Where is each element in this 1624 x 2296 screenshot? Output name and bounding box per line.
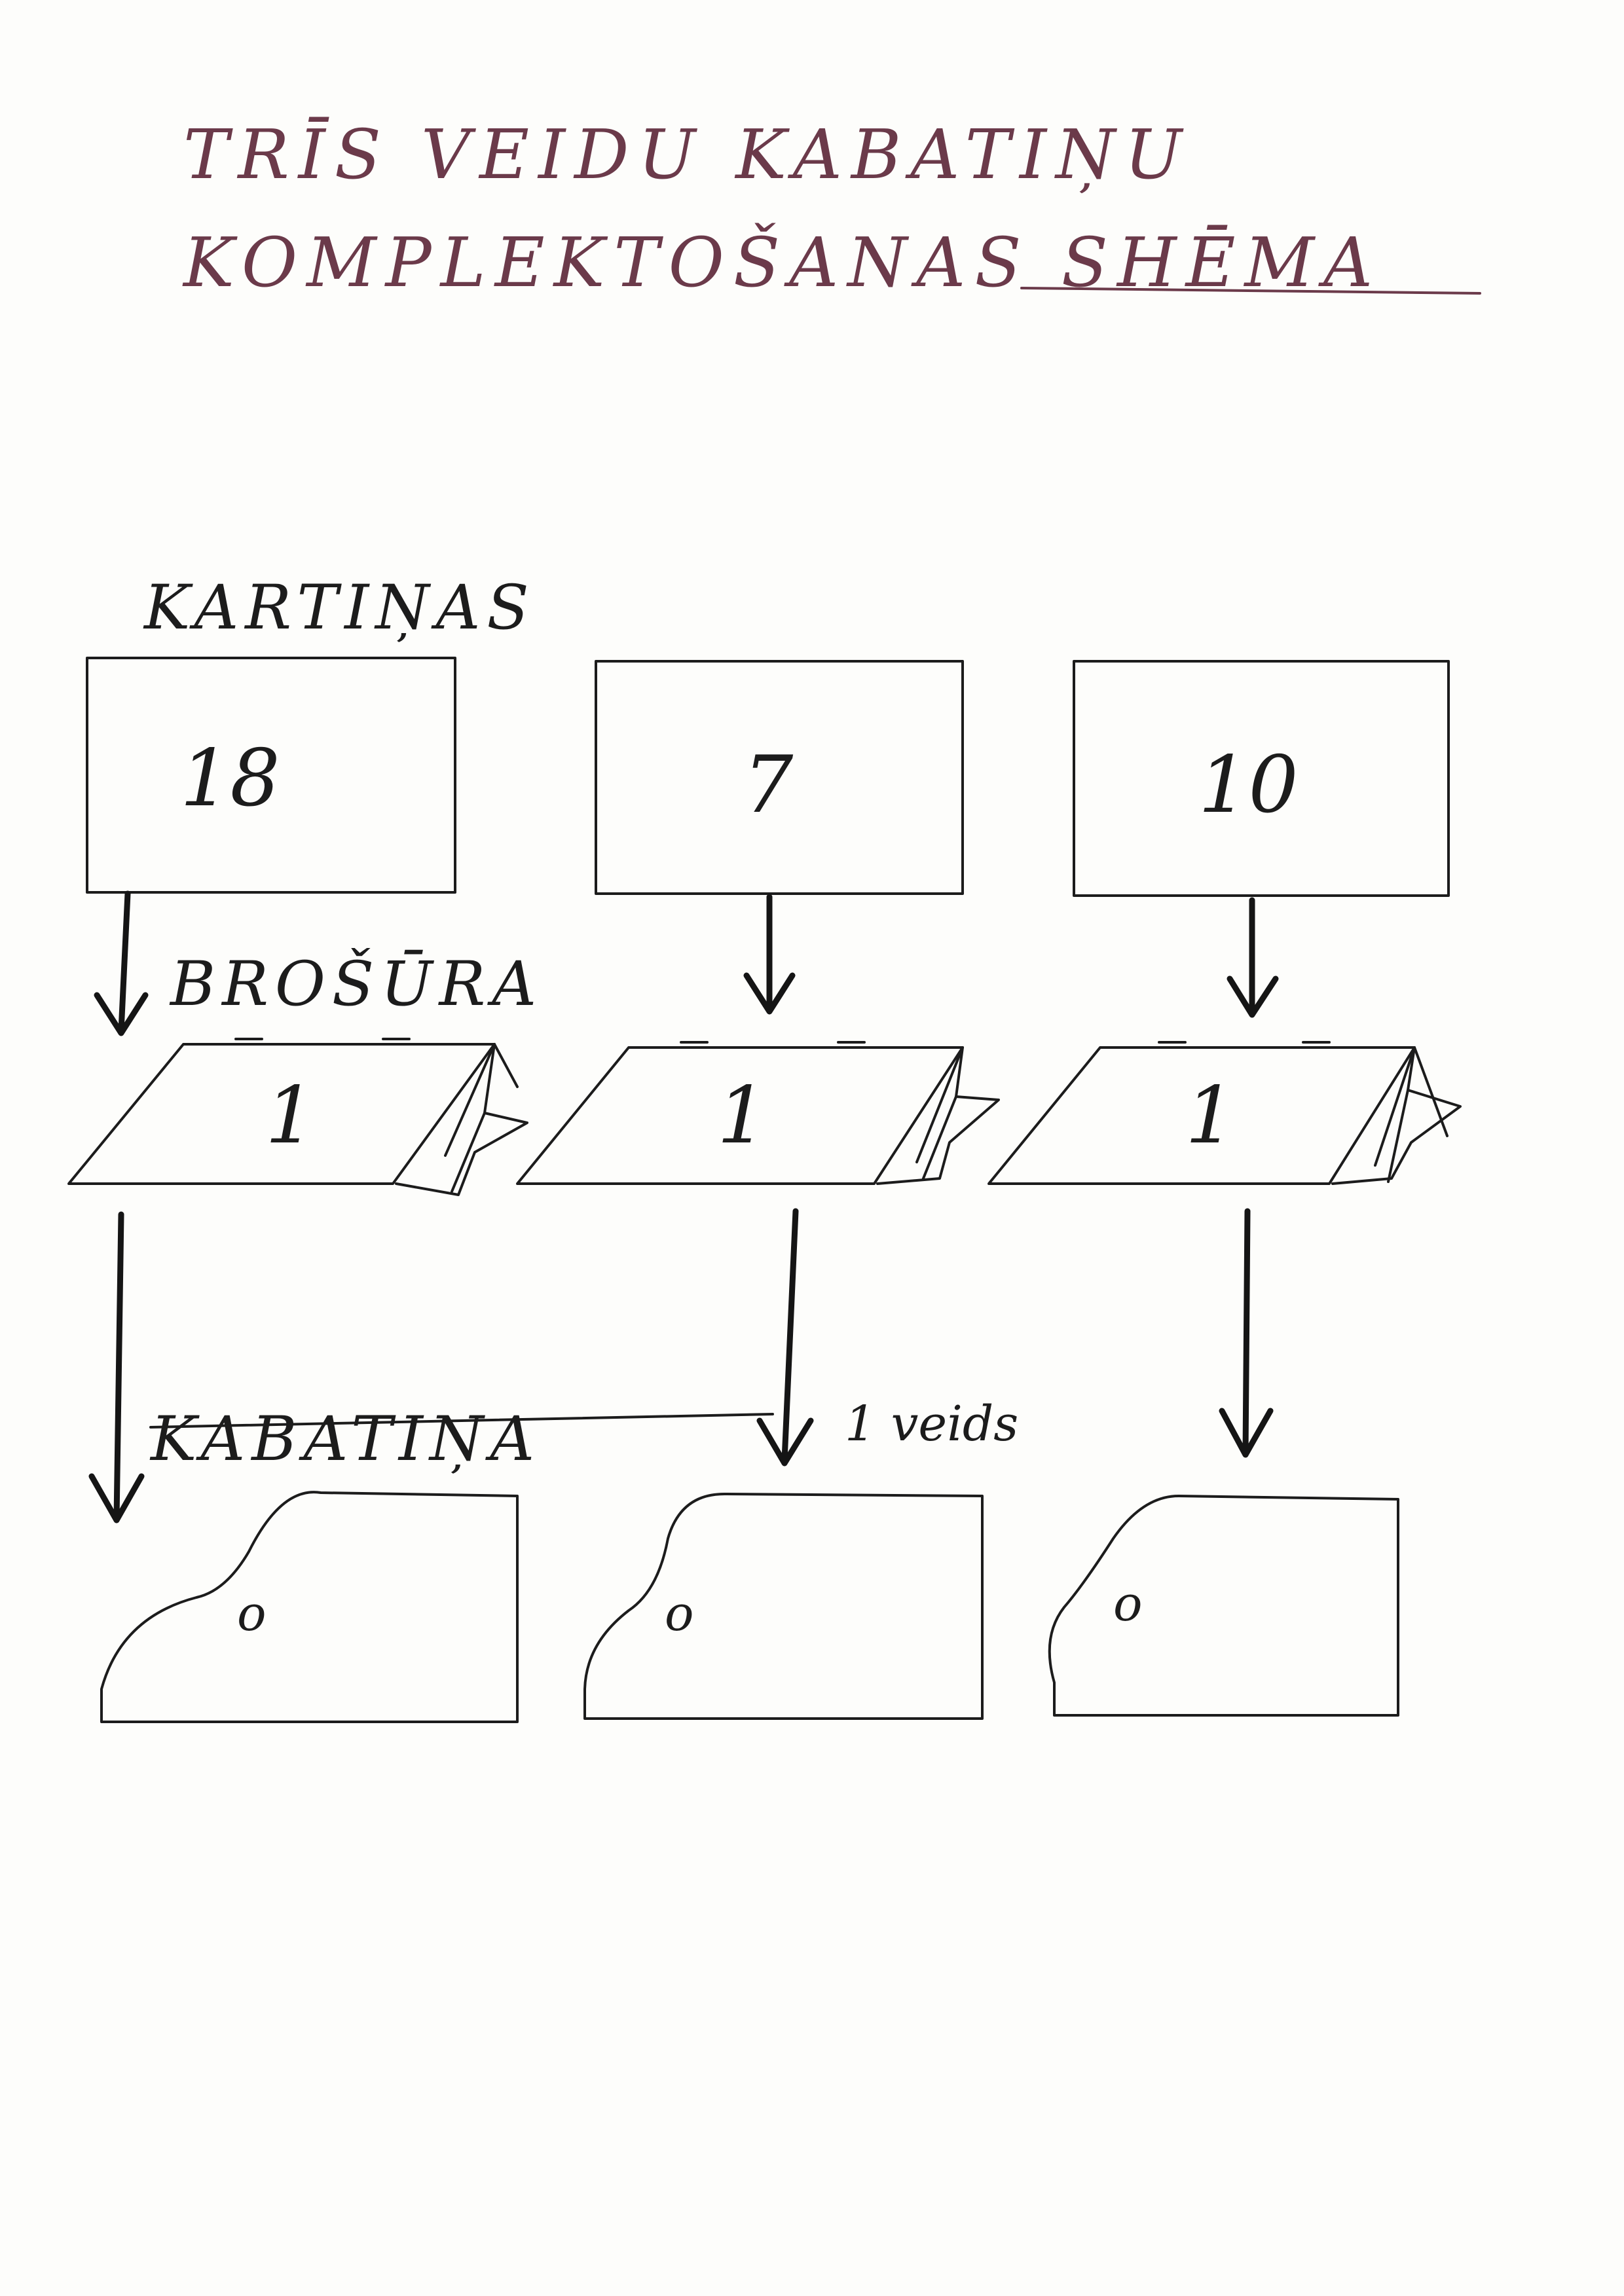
brochure-3 [987, 1041, 1462, 1185]
arrow-card-to-brochure-1 [94, 890, 149, 1036]
label-kabatina: KABATIŅA [149, 1404, 541, 1475]
card-box-3 [1073, 660, 1450, 897]
arrow-card-to-brochure-3 [1227, 897, 1279, 1018]
brochure-2 [516, 1041, 1000, 1185]
brochure-1 [67, 1038, 528, 1196]
brochure-count-3: 1 [1185, 1070, 1235, 1161]
arrow-brochure-to-pocket-1 [88, 1211, 145, 1523]
card-count-1: 18 [180, 733, 280, 824]
column-3: 10 1 o [987, 660, 1462, 1717]
arrow-card-to-brochure-2 [743, 894, 796, 1015]
label-veids: 1 veids [845, 1396, 1018, 1452]
arrow-brochure-to-pocket-2 [756, 1208, 814, 1467]
label-brosura: BROŠŪRA [169, 948, 543, 1020]
column-2: 7 1 o [516, 660, 1000, 1720]
arrow-brochure-to-pocket-3 [1219, 1208, 1274, 1458]
pocket-mark-2: o [665, 1586, 694, 1642]
title-line-1: TRĪS VEIDU KABATIŅU [183, 115, 1191, 194]
label-kartinas: KARTIŅAS [143, 572, 536, 644]
card-box-1 [86, 657, 456, 894]
card-count-2: 7 [743, 740, 794, 831]
card-box-2 [595, 660, 964, 895]
column-1: 18 1 o [67, 657, 528, 1723]
card-count-3: 10 [1198, 740, 1299, 831]
kabatina-underline [149, 1413, 774, 1429]
brochure-count-1: 1 [265, 1070, 315, 1161]
pocket-1 [100, 1491, 519, 1723]
pocket-mark-1: o [237, 1586, 267, 1642]
pocket-2 [583, 1492, 984, 1720]
brochure-count-2: 1 [717, 1070, 767, 1161]
title-underline [1020, 287, 1481, 295]
pocket-mark-3: o [1113, 1576, 1143, 1632]
pocket-3 [1048, 1495, 1399, 1717]
